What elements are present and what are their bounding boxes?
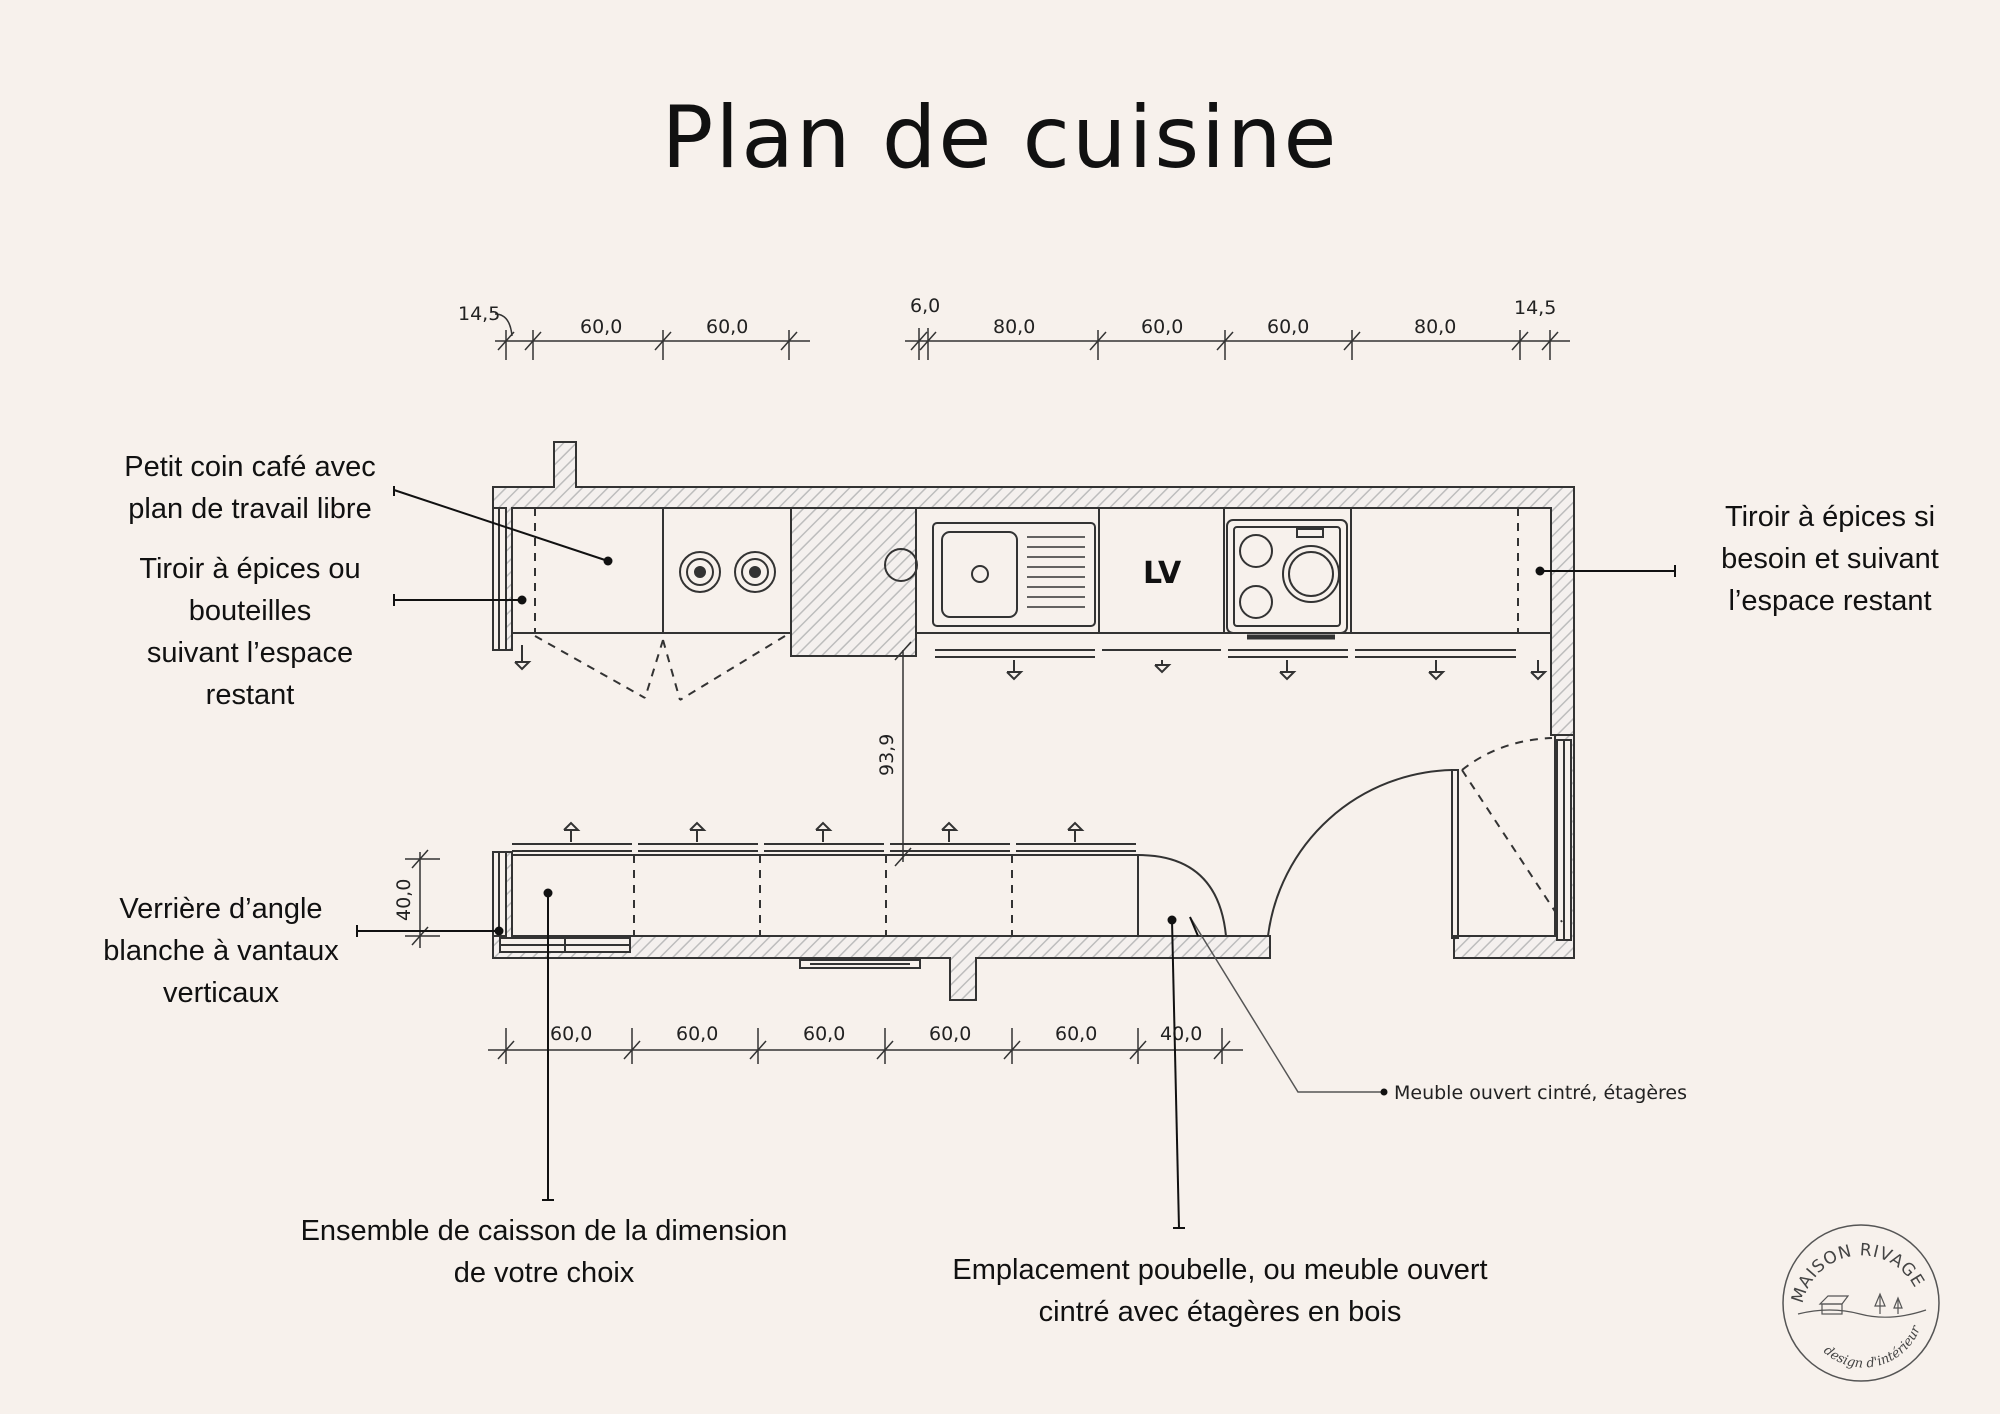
door-leaf-left bbox=[1451, 769, 1459, 939]
door-swing-arc-right bbox=[1461, 737, 1553, 771]
dim-bottom-5: 60,0 bbox=[1055, 1023, 1097, 1045]
pipe-circle bbox=[884, 548, 918, 582]
annotation-poubelle: Emplacement poubelle, ou meuble ouvert c… bbox=[952, 1254, 1488, 1328]
page-title: Plan de cuisine bbox=[661, 88, 1339, 188]
dimension-labels: 14,5 60,0 60,0 6,0 80,0 60,0 60,0 80,0 1… bbox=[393, 295, 1556, 1045]
bottom-counter bbox=[511, 843, 1227, 937]
annotation-tiroir-bouteilles: Tiroir à épices ou bouteilles suivant l’… bbox=[139, 553, 361, 711]
door-swing-arc bbox=[1267, 769, 1453, 937]
dim-bottom-2: 60,0 bbox=[676, 1023, 718, 1045]
annotation-tiroir-epices: Tiroir à épices si besoin et suivant l’e… bbox=[1721, 501, 1939, 617]
annotation-verriere: Verrière d’angle blanche à vantaux verti… bbox=[103, 893, 339, 1009]
dim-bottom-4: 60,0 bbox=[929, 1023, 971, 1045]
dim-top-left-3: 60,0 bbox=[706, 316, 748, 338]
dishwasher-label: LV bbox=[1143, 556, 1182, 591]
walls bbox=[492, 441, 1575, 1001]
top-wall bbox=[492, 441, 1575, 736]
meuble-cintre-label: Meuble ouvert cintré, étagères bbox=[1394, 1082, 1687, 1104]
drawer-handles-top bbox=[514, 645, 1548, 681]
bottom-wall bbox=[492, 851, 1271, 1001]
doors bbox=[1267, 737, 1563, 939]
dimension-lines bbox=[405, 313, 1570, 1064]
curved-open-unit bbox=[1137, 854, 1227, 937]
dim-depth: 40,0 bbox=[393, 879, 415, 921]
induction-hob bbox=[1226, 519, 1348, 640]
dim-passage: 93,9 bbox=[876, 734, 898, 776]
annotation-caisson: Ensemble de caisson de la dimension de v… bbox=[300, 1215, 788, 1289]
dim-bottom-6: 40,0 bbox=[1160, 1023, 1202, 1045]
dim-top-right-1: 6,0 bbox=[910, 295, 940, 317]
annotation-coin-cafe: Petit coin café avec plan de travail lib… bbox=[124, 451, 376, 525]
gas-hob bbox=[679, 551, 776, 593]
dim-bottom-1: 60,0 bbox=[550, 1023, 592, 1045]
dim-top-right-6: 14,5 bbox=[1514, 297, 1556, 319]
top-pillar bbox=[790, 507, 917, 657]
dim-top-right-2: 80,0 bbox=[993, 316, 1035, 338]
dim-top-right-3: 60,0 bbox=[1141, 316, 1183, 338]
dim-bottom-3: 60,0 bbox=[803, 1023, 845, 1045]
dim-top-right-5: 80,0 bbox=[1414, 316, 1456, 338]
logo-name: MAISON RIVAGE bbox=[1788, 1240, 1928, 1305]
dim-top-right-4: 60,0 bbox=[1267, 316, 1309, 338]
windows bbox=[492, 507, 1572, 969]
drawer-handles-bottom bbox=[563, 821, 1085, 842]
leader-dots bbox=[494, 556, 1545, 1096]
dim-top-left-2: 60,0 bbox=[580, 316, 622, 338]
logo-house-icon bbox=[1797, 1292, 1927, 1318]
dim-top-left-1: 14,5 bbox=[458, 303, 500, 325]
leader-lines bbox=[356, 486, 1676, 1229]
maison-rivage-logo: MAISON RIVAGE design d'intérieur bbox=[1782, 1224, 1940, 1382]
sink bbox=[932, 522, 1096, 627]
